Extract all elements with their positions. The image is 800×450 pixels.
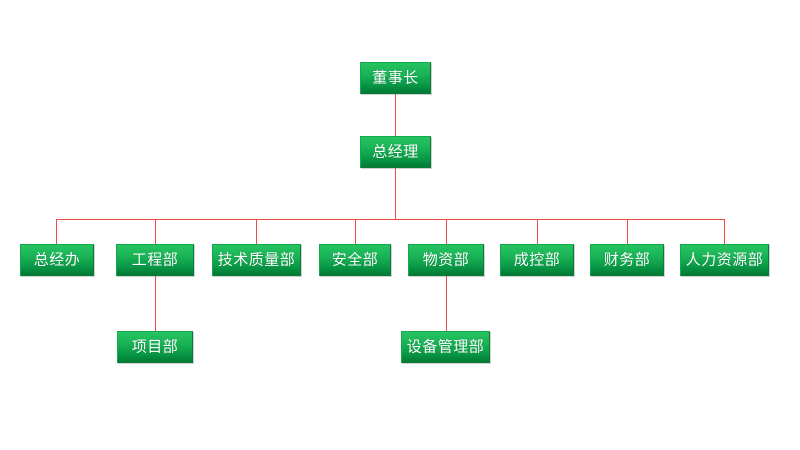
org-node-label: 董事长 (372, 68, 419, 86)
org-node-label: 工程部 (131, 250, 179, 268)
org-node-label: 总经理 (372, 142, 419, 160)
org-node-hr-dept[interactable]: 人力资源部 (680, 244, 769, 276)
org-node-finance-dept[interactable]: 财务部 (590, 244, 664, 276)
org-node-label: 安全部 (331, 250, 379, 268)
org-node-chairman[interactable]: 董事长 (360, 62, 431, 94)
connector-bus-to-general-office (56, 219, 57, 244)
org-node-tech-quality-dept[interactable]: 技术质量部 (212, 244, 301, 276)
org-node-label: 财务部 (603, 250, 651, 268)
connector-bus-to-safety (355, 219, 356, 244)
connector-chairman-to-gm (395, 94, 396, 136)
org-node-label: 项目部 (131, 337, 179, 355)
connector-engineering-to-project (155, 276, 156, 331)
connector-bus-to-engineering (155, 219, 156, 244)
connector-bus-to-hr (724, 219, 725, 244)
connector-department-bus (56, 219, 724, 220)
org-node-safety-dept[interactable]: 安全部 (319, 244, 391, 276)
org-node-project-dept[interactable]: 项目部 (117, 331, 193, 363)
org-node-label: 技术质量部 (217, 250, 296, 268)
org-node-engineering-dept[interactable]: 工程部 (116, 244, 194, 276)
org-node-general-office[interactable]: 总经办 (20, 244, 94, 276)
org-node-materials-dept[interactable]: 物资部 (408, 244, 484, 276)
org-node-label: 物资部 (422, 250, 470, 268)
connector-bus-to-tech-quality (256, 219, 257, 244)
connector-gm-to-bus (395, 168, 396, 219)
connector-materials-to-equipment (446, 276, 447, 331)
connector-bus-to-cost-control (537, 219, 538, 244)
org-node-general-manager[interactable]: 总经理 (360, 136, 431, 168)
connector-bus-to-materials (446, 219, 447, 244)
org-node-equipment-mgmt-dept[interactable]: 设备管理部 (401, 331, 490, 363)
org-node-label: 成控部 (513, 250, 561, 268)
org-node-label: 总经办 (33, 250, 81, 268)
org-node-label: 设备管理部 (406, 337, 485, 355)
connector-bus-to-finance (627, 219, 628, 244)
org-node-cost-control-dept[interactable]: 成控部 (500, 244, 574, 276)
org-node-label: 人力资源部 (685, 250, 764, 268)
